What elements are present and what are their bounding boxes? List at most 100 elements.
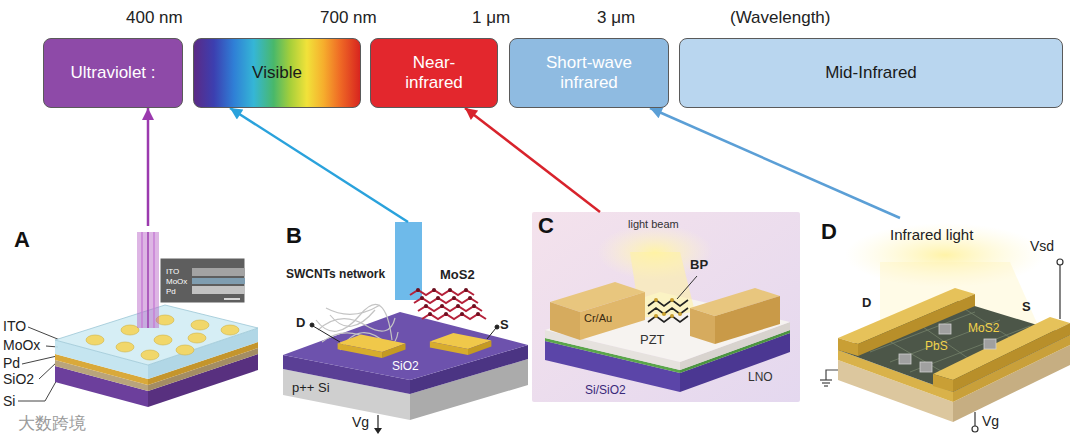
device-panel: B (280, 222, 530, 434)
left-electrode (550, 302, 580, 340)
watermark: 大数跨境 (18, 414, 86, 434)
electrode-dot (221, 325, 239, 335)
ground-symbol (826, 370, 838, 380)
material-label: MoS2 (440, 268, 475, 283)
wavelength-tick: 400 nm (126, 8, 183, 28)
bp-atom (654, 314, 658, 318)
sem-inset (224, 298, 240, 300)
band-name: Short-wave infrared (534, 53, 644, 94)
layer-label: SiO2 (3, 371, 34, 387)
uv-beam (141, 232, 143, 328)
band-name: Mid-Infrared (825, 63, 917, 83)
layer-label: MoOx (3, 337, 40, 353)
source-electrode (430, 342, 468, 356)
gate-lead (374, 415, 382, 434)
axis-title: (Wavelength) (730, 8, 830, 28)
ground-symbol (822, 382, 830, 383)
mos2-flake (410, 290, 486, 319)
beam-label: light beam (628, 218, 679, 231)
bp-atom (670, 298, 674, 302)
ground-symbol (820, 370, 838, 386)
pbs-dot (920, 362, 932, 372)
mos2-atom (468, 296, 472, 300)
terminal-label: D (862, 296, 871, 311)
wavelength-tick: 3 μm (597, 8, 635, 28)
source-electrode (933, 317, 1070, 380)
pointer-arrow (147, 108, 150, 226)
spectrum-band: Visible (193, 38, 361, 108)
inset-label: Pd (166, 287, 176, 296)
terminal-label: S (500, 318, 509, 333)
electrode-dot (116, 342, 134, 352)
electrode-dot (188, 333, 206, 343)
pointer-arrow (650, 108, 900, 218)
layer-label: LNO (748, 371, 773, 385)
drain-electrode (382, 343, 405, 358)
leader-line (39, 362, 57, 379)
mos2-atom (416, 288, 420, 292)
gate-lead (377, 415, 378, 428)
swir-phototransistor (820, 223, 1070, 432)
right-electrode (715, 296, 780, 344)
pointer-arrow (465, 108, 600, 212)
uv-beam (153, 232, 155, 328)
electrode-dot (191, 320, 209, 330)
pointer-arrow (230, 108, 408, 222)
uv-beam (137, 232, 159, 328)
material-label: SWCNTs network (286, 268, 385, 282)
leader-line (22, 356, 57, 364)
layer-label: Pd (3, 355, 20, 371)
electrode-dot (154, 335, 172, 345)
mos2-atom (456, 304, 460, 308)
panel-ground (532, 212, 800, 402)
electrode-dot (86, 315, 239, 360)
cnt-network (326, 305, 380, 314)
mos2-atom (476, 312, 480, 316)
spectrum-band: Near- infrared (370, 38, 498, 108)
gate-lead (972, 412, 978, 432)
panel-letter: C (538, 214, 554, 238)
uv-photodetector (18, 232, 258, 407)
mos2-atom (460, 312, 464, 316)
band-name: Near- infrared (389, 53, 479, 94)
drain-electrode (838, 288, 975, 344)
terminal-label: S (1022, 300, 1031, 315)
drain-electrode (838, 338, 858, 356)
terminal-label: Vg (352, 414, 369, 430)
bp-atom (670, 314, 674, 318)
sem-inset (160, 258, 245, 303)
panel-letter: D (821, 220, 837, 244)
mos2-atom (464, 288, 468, 292)
pbs-dot (939, 324, 951, 334)
terminal-label: Vg (982, 413, 999, 429)
mos2-atom (416, 288, 480, 316)
gate-lead (972, 426, 978, 432)
left-electrode (580, 292, 645, 340)
wavelength-tick: 700 nm (320, 8, 377, 28)
panel-letter: A (14, 228, 30, 252)
bp-atom (662, 312, 666, 316)
bp-flake (648, 300, 688, 322)
band-name: Ultraviolet : (70, 63, 155, 83)
source-lead (1057, 259, 1063, 319)
layer-label: Si/SiO2 (585, 384, 626, 398)
wavelength-tick: 1 μm (472, 8, 510, 28)
terminal-lead (487, 328, 496, 339)
terminal-lead (313, 326, 340, 342)
inset-label: ITO (166, 267, 179, 276)
terminal-label: Vsd (1030, 238, 1054, 254)
gate-lead (374, 428, 382, 434)
mos2-atom (424, 304, 428, 308)
layer-label: ITO (3, 318, 26, 334)
bp-atom (654, 298, 682, 318)
uv-beam (147, 232, 149, 328)
device-panel: A (8, 226, 258, 432)
mos2-atom (452, 296, 456, 300)
mos2-atom (436, 296, 440, 300)
terminal-lead (310, 323, 499, 342)
layer-label: SiO2 (392, 360, 419, 374)
layer-label: Si (3, 393, 15, 409)
electrode-dot (176, 345, 194, 355)
bp-flake (648, 308, 688, 314)
